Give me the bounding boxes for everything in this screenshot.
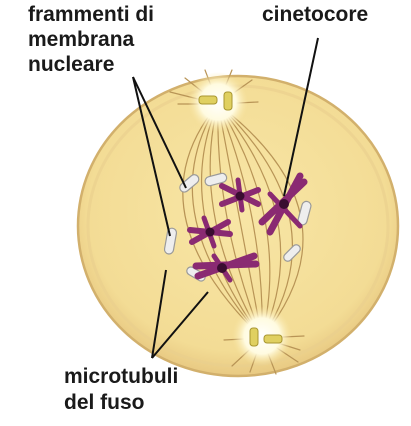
- centrosome-top: [188, 72, 248, 132]
- label-membrane-fragments-line3: nucleare: [28, 54, 114, 75]
- label-spindle-microtubules-line2: del fuso: [64, 392, 145, 413]
- label-membrane-fragments-line2: membrana: [28, 29, 134, 50]
- label-spindle-microtubules-line1: microtubuli: [64, 366, 178, 387]
- label-membrane-fragments-line1: frammenti di: [28, 4, 154, 25]
- centrosome-bottom: [232, 306, 292, 366]
- label-kinetochore: cinetocore: [262, 4, 368, 25]
